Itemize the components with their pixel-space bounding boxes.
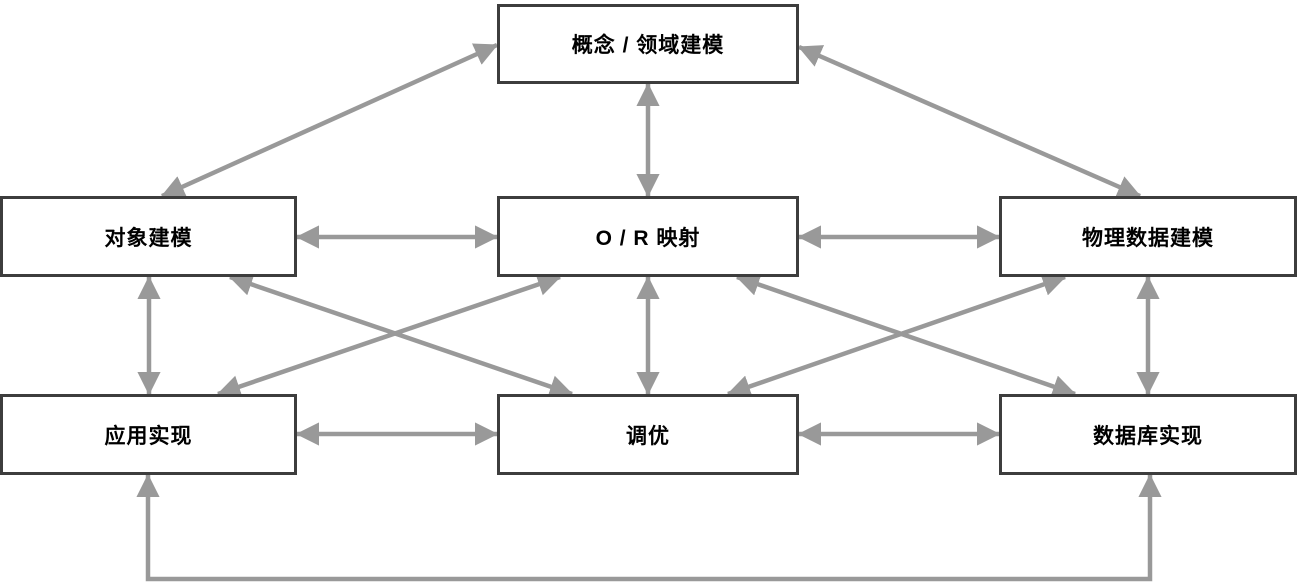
edge-physical-tuning xyxy=(726,273,1067,398)
node-physical-data-modeling: 物理数据建模 xyxy=(999,196,1297,277)
node-or-mapping: O / R 映射 xyxy=(497,196,799,277)
node-label: 应用实现 xyxy=(104,424,193,448)
edge-concept-object xyxy=(160,42,499,199)
edge-object-tuning xyxy=(228,273,574,398)
node-object-modeling: 对象建模 xyxy=(0,196,297,277)
node-label: 物理数据建模 xyxy=(1082,226,1214,250)
edge-concept-physical xyxy=(797,44,1142,199)
edge-app-db-loop xyxy=(136,473,1162,582)
node-label: 概念 / 领域建模 xyxy=(571,34,725,57)
node-label: 调优 xyxy=(626,424,670,448)
node-database-implementation: 数据库实现 xyxy=(999,394,1297,475)
node-application-implementation: 应用实现 xyxy=(0,394,297,475)
node-label: 数据库实现 xyxy=(1093,424,1203,448)
node-label: O / R 映射 xyxy=(595,226,701,250)
node-label: 对象建模 xyxy=(104,226,193,250)
edge-orm-db xyxy=(735,273,1077,398)
edge-orm-app xyxy=(216,273,562,398)
node-concept-domain-modeling: 概念 / 领域建模 xyxy=(497,4,799,84)
node-tuning: 调优 xyxy=(497,394,799,475)
